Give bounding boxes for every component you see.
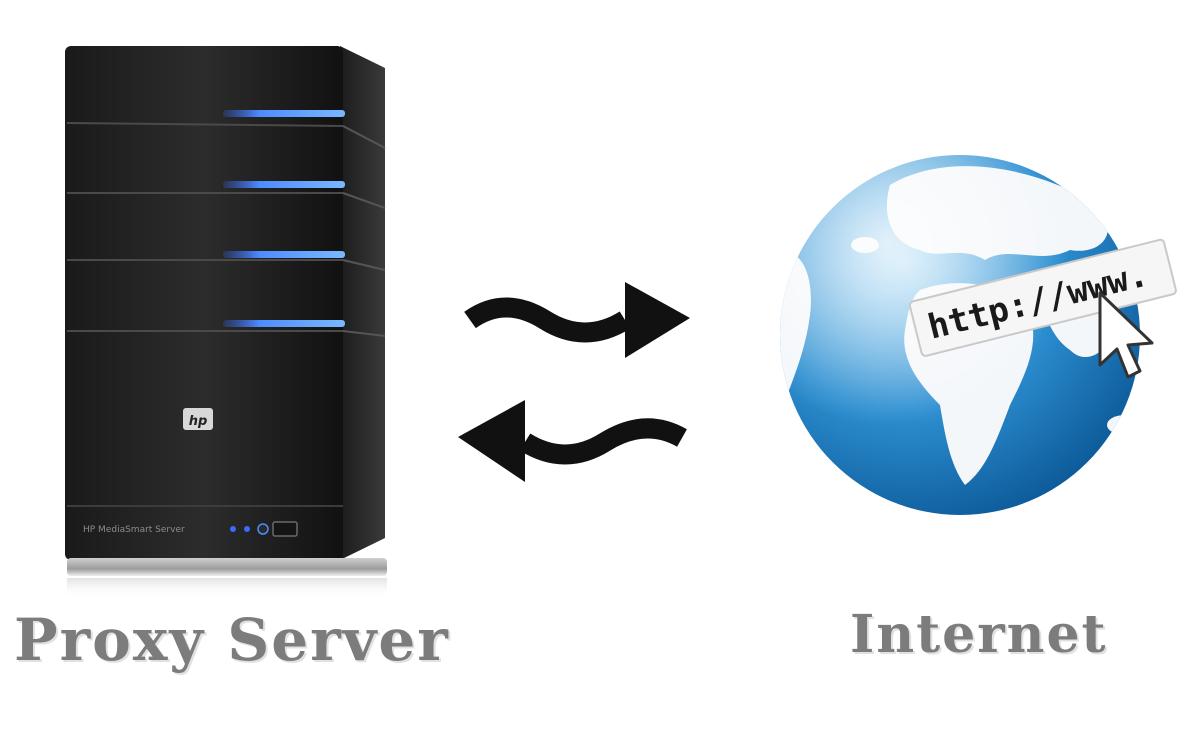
server-tower-icon: hp HP MediaSmart Server <box>65 46 387 598</box>
internet-caption: Internet <box>850 604 1108 665</box>
svg-text:hp: hp <box>189 414 208 429</box>
hp-logo: hp <box>183 408 213 430</box>
wavy-arrow-right-icon <box>464 282 690 358</box>
globe-icon: http://www. <box>780 155 1177 515</box>
server-led-lights <box>223 110 345 327</box>
mouse-pointer-icon <box>1098 291 1154 379</box>
proxy-server-caption: Proxy Server <box>14 606 450 674</box>
wavy-arrow-left-icon <box>458 400 687 482</box>
server-model-label: HP MediaSmart Server <box>83 525 185 535</box>
